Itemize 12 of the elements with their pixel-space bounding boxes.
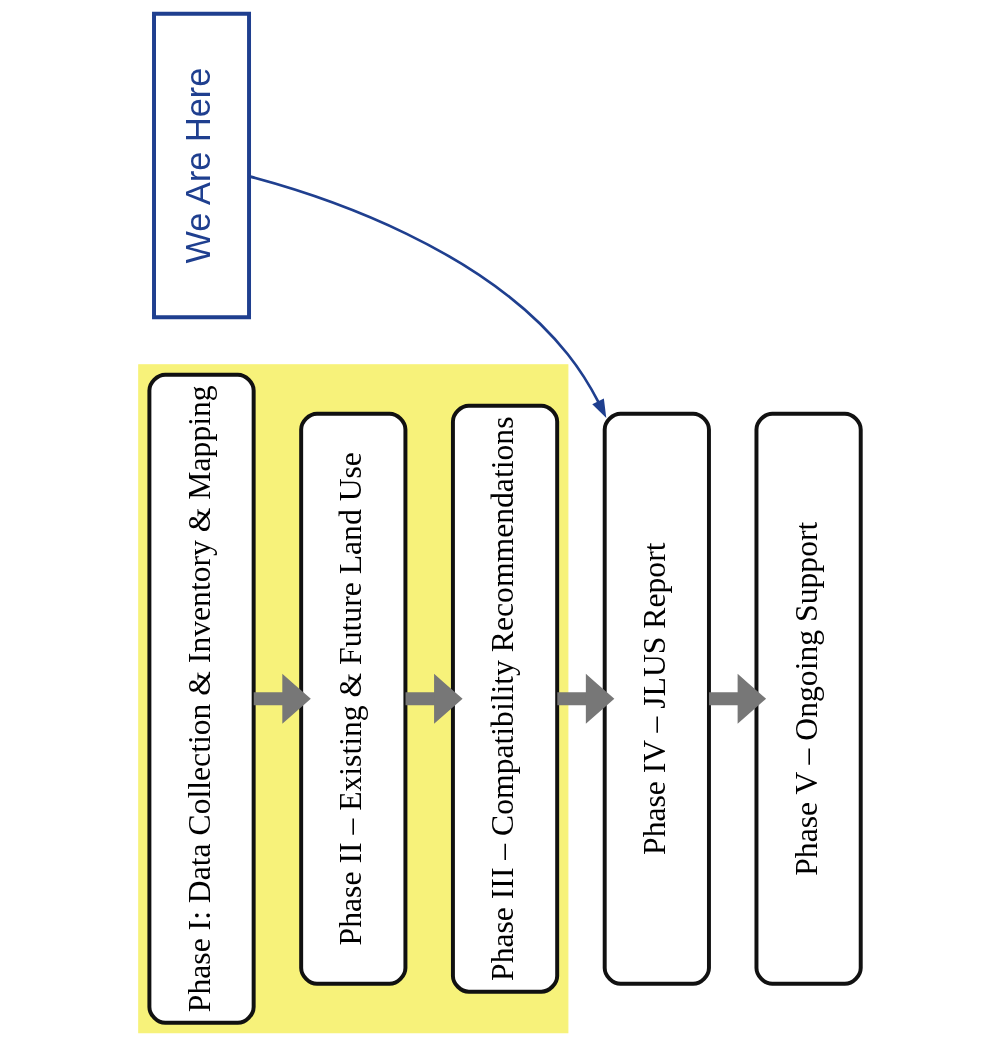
- node-box: We Are Here: [152, 11, 251, 320]
- node-box: Phase IV – JLUS Report: [602, 411, 711, 986]
- arrow: [557, 673, 615, 724]
- node-box: Phase III – Compatibility Recommendations: [450, 403, 560, 994]
- node-box: Phase II – Existing & Future Land Use: [299, 411, 408, 986]
- arrow: [709, 673, 767, 724]
- node-box: Phase I: Data Collection & Inventory & Mapping: [147, 372, 256, 1025]
- cluster: [138, 364, 569, 1034]
- arrow: [249, 175, 607, 418]
- node-box: Phase V – Ongoing Support: [754, 411, 863, 986]
- arrow: [405, 673, 463, 724]
- arrow: [253, 673, 311, 724]
